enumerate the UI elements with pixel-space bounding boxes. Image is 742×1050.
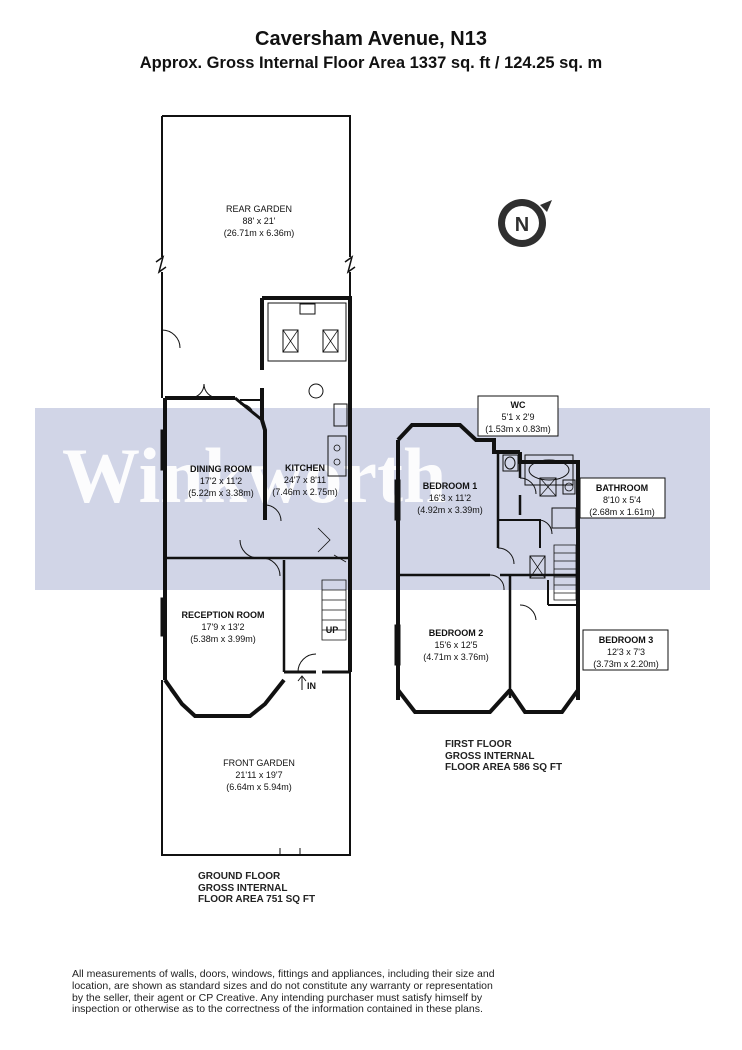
watermark-text: Winkworth	[62, 432, 446, 519]
entrance-arrow-icon	[297, 675, 307, 690]
svg-text:(4.71m x 3.76m): (4.71m x 3.76m)	[423, 652, 489, 662]
page-subtitle: Approx. Gross Internal Floor Area 1337 s…	[139, 54, 603, 72]
room-label-bathroom: BATHROOM 8'10 x 5'4 (2.68m x 1.61m)	[589, 483, 655, 517]
stairs-up-label: UP	[326, 625, 339, 635]
bedroom3-label-box	[582, 629, 669, 671]
svg-text:(1.53m x 0.83m): (1.53m x 0.83m)	[485, 424, 551, 434]
compass-letter: N	[515, 214, 529, 236]
svg-text:(5.22m x 3.38m): (5.22m x 3.38m)	[188, 488, 254, 498]
room-label-rear-garden: REAR GARDEN 88' x 21' (26.71m x 6.36m)	[224, 204, 295, 238]
ground-floor-area-note: GROUND FLOOR GROSS INTERNAL FLOOR AREA 7…	[198, 871, 315, 906]
svg-text:FRONT GARDEN: FRONT GARDEN	[223, 758, 295, 768]
room-label-front-garden: FRONT GARDEN 21'11 x 19'7 (6.64m x 5.94m…	[223, 758, 295, 792]
svg-text:(3.73m x 2.20m): (3.73m x 2.20m)	[593, 659, 659, 669]
svg-text:(26.71m x 6.36m): (26.71m x 6.36m)	[224, 228, 295, 238]
first-floor-line2: GROSS INTERNAL	[445, 750, 535, 762]
ground-floor-line3: FLOOR AREA 751 SQ FT	[198, 894, 316, 905]
wc-label-box	[477, 395, 559, 437]
room-label-bedroom2: BEDROOM 2 15'6 x 12'5 (4.71m x 3.76m)	[423, 628, 489, 662]
room-label-kitchen: KITCHEN 24'7 x 8'11 (7.46m x 2.75m)	[272, 463, 338, 497]
svg-text:BEDROOM 3: BEDROOM 3	[599, 635, 654, 645]
svg-text:REAR GARDEN: REAR GARDEN	[226, 204, 292, 214]
svg-text:12'3 x 7'3: 12'3 x 7'3	[607, 647, 645, 657]
svg-text:RECEPTION ROOM: RECEPTION ROOM	[181, 610, 264, 620]
ground-floor-plan	[155, 115, 356, 856]
first-floor-line1: FIRST FLOOR	[445, 739, 512, 750]
first-floor-area-note: FIRST FLOOR GROSS INTERNAL FLOOR AREA 58…	[445, 739, 562, 774]
svg-text:(7.46m x 2.75m): (7.46m x 2.75m)	[272, 487, 338, 497]
first-floor-line3: FLOOR AREA 586 SQ FT	[445, 762, 563, 773]
first-floor-plan	[394, 423, 580, 714]
svg-text:DINING ROOM: DINING ROOM	[190, 464, 252, 474]
room-label-bedroom1: BEDROOM 1 16'3 x 11'2 (4.92m x 3.39m)	[417, 481, 483, 515]
svg-text:WC: WC	[511, 400, 526, 410]
room-label-dining-room: DINING ROOM 17'2 x 11'2 (5.22m x 3.38m)	[188, 464, 254, 498]
svg-text:8'10 x 5'4: 8'10 x 5'4	[603, 495, 641, 505]
disclaimer-text: All measurements of walls, doors, window…	[72, 968, 495, 1016]
ground-floor-line1: GROUND FLOOR	[198, 871, 281, 882]
entrance-in-label: IN	[307, 681, 316, 691]
svg-text:21'11 x 19'7: 21'11 x 19'7	[235, 770, 282, 780]
room-label-reception-room: RECEPTION ROOM 17'9 x 13'2 (5.38m x 3.99…	[181, 610, 264, 644]
svg-text:BATHROOM: BATHROOM	[596, 483, 648, 493]
page-title: Caversham Avenue, N13	[255, 28, 487, 50]
svg-text:17'2 x 11'2: 17'2 x 11'2	[200, 476, 242, 486]
svg-text:(5.38m x 3.99m): (5.38m x 3.99m)	[190, 634, 256, 644]
svg-text:17'9 x 13'2: 17'9 x 13'2	[202, 622, 245, 632]
svg-text:(6.64m x 5.94m): (6.64m x 5.94m)	[226, 782, 292, 792]
svg-text:KITCHEN: KITCHEN	[285, 463, 325, 473]
svg-text:15'6 x 12'5: 15'6 x 12'5	[435, 640, 478, 650]
svg-text:5'1 x 2'9: 5'1 x 2'9	[502, 412, 535, 422]
ground-floor-line2: GROSS INTERNAL	[198, 882, 288, 894]
compass-icon: N	[498, 199, 552, 247]
bathroom-label-box	[579, 477, 666, 519]
room-label-wc: WC 5'1 x 2'9 (1.53m x 0.83m)	[485, 400, 551, 434]
svg-text:(4.92m x 3.39m): (4.92m x 3.39m)	[417, 505, 483, 515]
svg-text:24'7 x 8'11: 24'7 x 8'11	[284, 475, 326, 485]
svg-text:BEDROOM 1: BEDROOM 1	[423, 481, 478, 491]
svg-text:BEDROOM 2: BEDROOM 2	[429, 628, 484, 638]
svg-text:16'3 x 11'2: 16'3 x 11'2	[429, 493, 471, 503]
room-label-bedroom3: BEDROOM 3 12'3 x 7'3 (3.73m x 2.20m)	[593, 635, 659, 669]
svg-text:88' x 21': 88' x 21'	[243, 216, 276, 226]
svg-text:(2.68m x 1.61m): (2.68m x 1.61m)	[589, 507, 655, 517]
